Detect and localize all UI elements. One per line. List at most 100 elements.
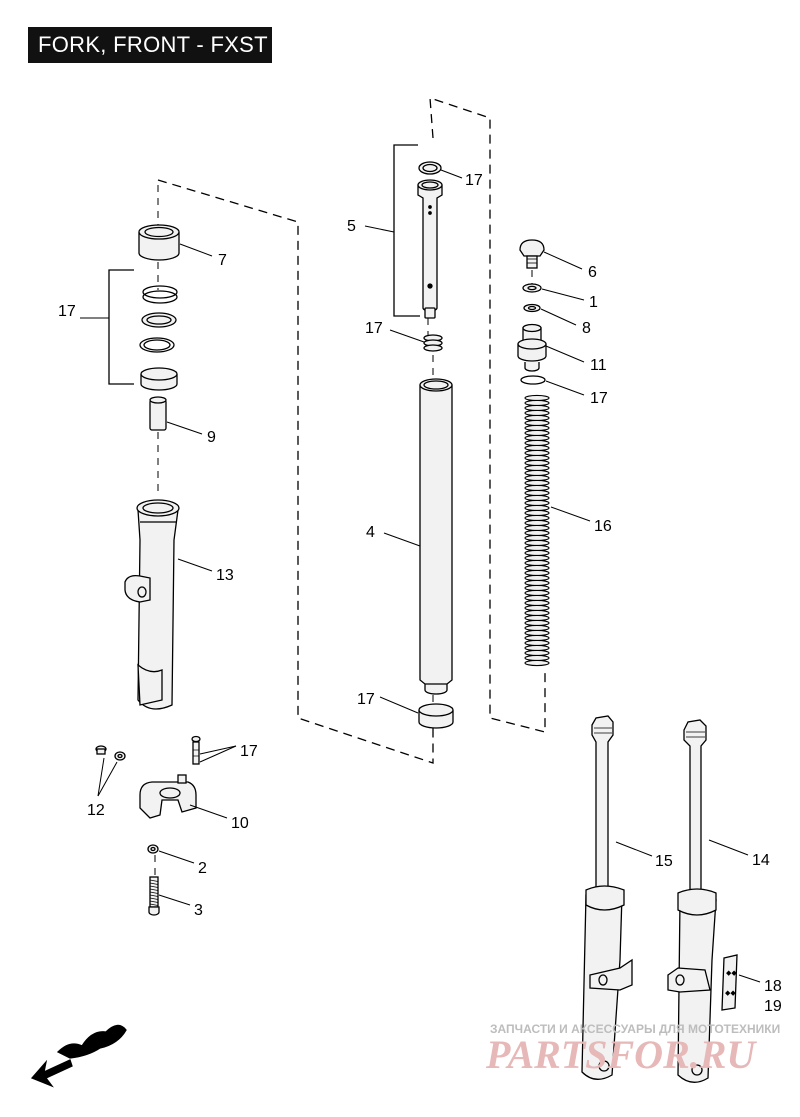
callout-2: 2 — [198, 860, 207, 877]
part-4-fork-tube — [419, 378, 453, 695]
spring-coil — [524, 404, 550, 412]
bolt-thread — [149, 885, 159, 888]
callout-3: 3 — [194, 902, 203, 919]
bolt-thread — [149, 882, 159, 885]
spring-coil — [524, 569, 550, 577]
callout-8: 8 — [582, 320, 591, 337]
bracket-5 — [393, 144, 420, 317]
spring-coil — [524, 504, 550, 512]
spring-coil — [524, 519, 550, 527]
spring-coil — [524, 444, 550, 452]
spring-coil — [524, 469, 550, 477]
bolt-thread — [149, 888, 159, 891]
bolt-thread — [149, 903, 159, 906]
spring-coil — [524, 534, 550, 542]
spring-coil — [524, 639, 550, 647]
part-17-bushing-bottom — [418, 703, 454, 729]
bolt-thread — [149, 894, 159, 897]
callout-17-left: 17 — [58, 303, 76, 320]
spring-coil — [524, 474, 550, 482]
spring-coil — [524, 554, 550, 562]
part-15-fork-assembly — [581, 715, 633, 1080]
svg-text:◆◆: ◆◆ — [726, 969, 737, 977]
spring-coil — [524, 399, 550, 407]
bolt-thread — [149, 900, 159, 903]
spring-coil — [524, 439, 550, 447]
spring-coil — [524, 624, 550, 632]
callout-17-right: 17 — [590, 390, 608, 407]
spring-coil — [524, 539, 550, 547]
spring-coil — [524, 609, 550, 617]
spring-coil — [524, 484, 550, 492]
part-14-fork-assembly — [667, 719, 717, 1083]
callout-13: 13 — [216, 567, 234, 584]
spring-coil — [524, 564, 550, 572]
spring-coil — [524, 659, 550, 667]
spring-coil — [524, 629, 550, 637]
spring-coil — [524, 509, 550, 517]
callout-17-top: 17 — [465, 172, 483, 189]
centerline-dashes — [154, 185, 533, 875]
watermark-tagline: ЗАПЧАСТИ И АКСЕССУАРЫ ДЛЯ МОТОТЕХНИКИ — [490, 1022, 780, 1036]
callout-19: 19 — [764, 998, 782, 1015]
page-title: FORK, FRONT - FXST — [28, 27, 272, 63]
part-17-rings-left — [139, 285, 178, 391]
spring-coil — [524, 599, 550, 607]
spring-coil — [524, 459, 550, 467]
leader-lines — [97, 169, 761, 983]
spring-coil — [524, 634, 550, 642]
spring-coil — [524, 649, 550, 657]
part-6-cap-bolt — [519, 239, 545, 269]
spring-coil — [524, 524, 550, 532]
part-9-bushing — [149, 396, 167, 431]
part-1-washer — [522, 283, 542, 293]
spring-coil — [524, 419, 550, 427]
part-11-spring-plug — [517, 323, 547, 372]
part-17-bolt — [191, 735, 201, 765]
spring-coil — [524, 464, 550, 472]
part-8-washer — [523, 303, 541, 313]
front-direction-icon — [30, 1024, 127, 1088]
callout-17-spring: 17 — [365, 320, 383, 337]
part-17-oring — [520, 375, 546, 385]
callout-15: 15 — [655, 853, 673, 870]
spring-coil — [524, 549, 550, 557]
spring-coil — [524, 584, 550, 592]
spring-coil — [524, 454, 550, 462]
spring-coil — [524, 544, 550, 552]
bolt-thread — [149, 897, 159, 900]
spring-coil — [524, 654, 550, 662]
spring-coil — [524, 644, 550, 652]
spring-coil — [524, 594, 550, 602]
part-12-screw-washer — [95, 745, 126, 761]
callout-10: 10 — [231, 815, 249, 832]
assembly-dash-lines — [157, 97, 546, 764]
spring-coil — [524, 604, 550, 612]
callout-9: 9 — [207, 429, 216, 446]
callout-1: 1 — [589, 294, 598, 311]
part-10-clamp — [139, 774, 197, 819]
callout-labels: 17 5 7 6 1 17 8 17 11 17 9 16 4 13 17 17… — [58, 172, 782, 1015]
spring-coil — [524, 579, 550, 587]
part-13-fork-slider — [124, 499, 180, 710]
bolt-thread — [149, 879, 159, 882]
spring-coil — [524, 429, 550, 437]
spring-coil — [524, 479, 550, 487]
part-17-rebound-spring — [423, 334, 443, 352]
spring-coil — [524, 424, 550, 432]
bracket-17-left — [108, 269, 134, 385]
spring-coil — [524, 574, 550, 582]
spring-coil — [524, 499, 550, 507]
spring-coil — [524, 449, 550, 457]
watermark-logo-text: PARTSFOR.RU — [485, 1032, 757, 1077]
part-2-washer — [147, 844, 159, 854]
callout-4: 4 — [366, 524, 375, 541]
callout-5: 5 — [347, 218, 356, 235]
spring-coil — [524, 489, 550, 497]
callout-14: 14 — [752, 852, 770, 869]
callout-7: 7 — [218, 252, 227, 269]
callout-12: 12 — [87, 802, 105, 819]
bolt-thread — [149, 891, 159, 894]
